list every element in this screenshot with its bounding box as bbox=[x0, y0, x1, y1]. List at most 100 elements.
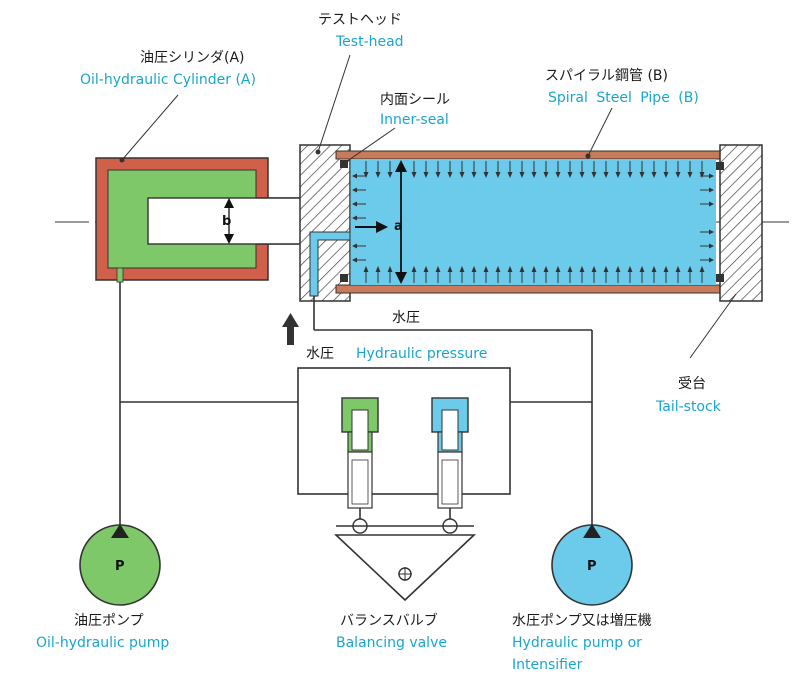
pressure-arrowhead bbox=[495, 172, 501, 178]
pressure-arrowhead bbox=[675, 266, 681, 272]
pressure-arrowhead bbox=[507, 172, 513, 178]
pressure-arrowhead bbox=[531, 266, 537, 272]
pressure-arrowhead bbox=[615, 266, 621, 272]
tailstock-label-en: Tail-stock bbox=[655, 399, 722, 415]
pressure-arrowhead bbox=[687, 172, 693, 178]
pressure-arrowhead bbox=[483, 266, 489, 272]
pressure-arrowhead bbox=[352, 187, 357, 193]
oil-pump-label-jp: 油圧ポンプ bbox=[74, 613, 144, 629]
pressure-arrowhead bbox=[627, 172, 633, 178]
pressure-arrowhead bbox=[603, 172, 609, 178]
testhead-label-en: Test-head bbox=[335, 34, 404, 50]
pressure-arrowhead bbox=[411, 266, 417, 272]
oil-pump-label-en: Oil-hydraulic pump bbox=[36, 635, 169, 651]
tailstock-label-jp: 受台 bbox=[678, 376, 706, 392]
pressure-arrowhead bbox=[352, 257, 357, 263]
pressure-arrowhead bbox=[603, 266, 609, 272]
tail-stock bbox=[716, 144, 763, 302]
pressure-arrowhead bbox=[352, 215, 357, 221]
pressure-arrowhead bbox=[709, 201, 714, 207]
pressure-arrowhead bbox=[543, 172, 549, 178]
pressure-arrowhead bbox=[699, 266, 705, 272]
pressure-arrowhead bbox=[663, 266, 669, 272]
pressure-arrowhead bbox=[411, 172, 417, 178]
pressure-arrowhead bbox=[627, 266, 633, 272]
pressure-arrowhead bbox=[709, 229, 714, 235]
hydraulic-pressure-label-en: Hydraulic pressure bbox=[356, 346, 487, 362]
cylinder-label-jp: 油圧シリンダ(A) bbox=[140, 50, 245, 66]
innerseal-label-jp: 内面シール bbox=[380, 92, 450, 108]
oil-hydraulic-cylinder: b bbox=[95, 157, 300, 283]
pressure-arrowhead bbox=[675, 172, 681, 178]
pressure-arrowhead bbox=[447, 172, 453, 178]
pressure-arrowhead bbox=[591, 172, 597, 178]
pressure-arrowhead bbox=[567, 266, 573, 272]
test-head bbox=[299, 144, 351, 302]
cylinder-label-en: Oil-hydraulic Cylinder (A) bbox=[80, 72, 256, 88]
pressure-arrowhead bbox=[651, 266, 657, 272]
pressure-arrowhead bbox=[483, 172, 489, 178]
water-pressure-label-jp: 水圧 bbox=[392, 310, 420, 326]
pressure-arrowhead bbox=[555, 266, 561, 272]
dimension-b-label: b bbox=[222, 214, 231, 229]
spiral-steel-pipe bbox=[335, 150, 741, 294]
pressure-arrowhead bbox=[352, 201, 357, 207]
pressure-arrowhead bbox=[507, 266, 513, 272]
pressure-arrowhead bbox=[363, 266, 369, 272]
pressure-arrowhead bbox=[447, 266, 453, 272]
dimension-a-label: a bbox=[394, 219, 403, 234]
pressure-arrowhead bbox=[651, 172, 657, 178]
pressure-arrowhead bbox=[459, 266, 465, 272]
pressure-arrowhead bbox=[709, 257, 714, 263]
pressure-arrowhead bbox=[423, 266, 429, 272]
pressure-arrowhead bbox=[471, 266, 477, 272]
hydraulic-pump-label-jp: 水圧ポンプ又は増圧機 bbox=[512, 613, 652, 629]
pressure-arrowhead bbox=[435, 266, 441, 272]
valve-label-jp: バランスバルブ bbox=[340, 612, 438, 629]
pressure-arrowhead bbox=[519, 266, 525, 272]
pressure-arrowhead bbox=[709, 187, 714, 193]
pressure-arrowhead bbox=[352, 173, 357, 179]
pipe-label-en: Spiral Steel Pipe (B) bbox=[548, 90, 699, 106]
pressure-arrowhead bbox=[639, 172, 645, 178]
hydraulic-pump-p-label: P bbox=[587, 559, 597, 574]
hydraulic-pressure-arrow bbox=[282, 313, 299, 345]
pressure-arrowhead bbox=[687, 266, 693, 272]
pressure-arrowhead bbox=[543, 266, 549, 272]
pressure-arrowhead bbox=[709, 173, 714, 179]
pressure-arrowhead bbox=[363, 172, 369, 178]
pressure-arrowhead bbox=[699, 172, 705, 178]
pressure-arrowhead bbox=[352, 243, 357, 249]
pressure-arrowhead bbox=[567, 172, 573, 178]
testhead-label-jp: テストヘッド bbox=[318, 12, 402, 28]
hydraulic-pump: P bbox=[551, 524, 633, 606]
piping bbox=[119, 282, 593, 528]
pressure-arrowhead bbox=[579, 172, 585, 178]
pressure-arrowhead bbox=[709, 243, 714, 249]
innerseal-label-en: Inner-seal bbox=[380, 112, 449, 128]
oil-hydraulic-pump: P bbox=[79, 524, 161, 606]
pressure-arrowhead bbox=[423, 172, 429, 178]
pressure-arrowhead bbox=[591, 266, 597, 272]
balancing-valve bbox=[333, 397, 477, 602]
pressure-arrowhead bbox=[375, 266, 381, 272]
pressure-arrowhead bbox=[519, 172, 525, 178]
pressure-arrowhead bbox=[555, 172, 561, 178]
pipe-label-jp: スパイラル鋼管 (B) bbox=[545, 68, 668, 84]
hydraulic-pump-label-en-1: Hydraulic pump or bbox=[512, 635, 642, 651]
pressure-arrowhead bbox=[375, 172, 381, 178]
pressure-arrowhead bbox=[531, 172, 537, 178]
pressure-arrowhead bbox=[387, 172, 393, 178]
hydraulic-pressure-label-jp: 水圧 bbox=[306, 346, 334, 362]
pressure-arrowhead bbox=[435, 172, 441, 178]
oil-pump-p-label: P bbox=[115, 559, 125, 574]
pressure-arrowhead bbox=[387, 266, 393, 272]
pressure-arrowhead bbox=[471, 172, 477, 178]
pressure-arrowhead bbox=[459, 172, 465, 178]
pressure-arrowhead bbox=[495, 266, 501, 272]
leader-lines bbox=[121, 54, 737, 359]
pressure-arrows bbox=[352, 161, 714, 283]
hydraulic-pump-label-en-2: Intensifier bbox=[512, 657, 583, 673]
